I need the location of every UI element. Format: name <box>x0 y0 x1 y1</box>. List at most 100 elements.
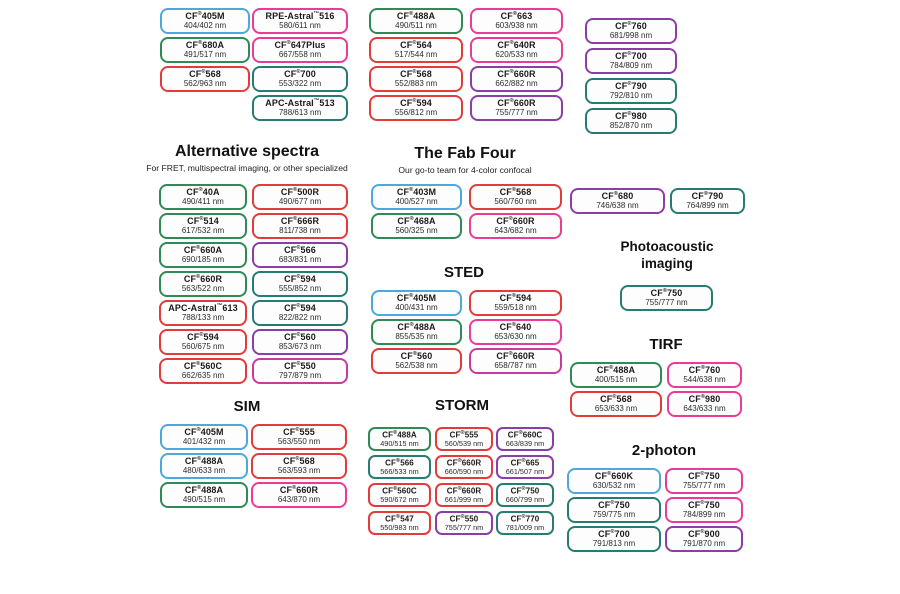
dye-name: CF®488A <box>397 322 436 333</box>
dye-wavelengths: 660/590 nm <box>444 467 484 477</box>
dye-wavelengths: 560/539 nm <box>444 439 484 449</box>
dye-name: CF®750 <box>688 471 720 482</box>
dye-name: CF®568 <box>499 187 532 198</box>
section-subtitle-fab-four: Our go-to team for 4-color confocal <box>398 165 532 175</box>
dye-name: CF®488A <box>396 11 436 22</box>
dye-wavelengths: 661/999 nm <box>444 495 484 505</box>
dye-wavelengths: 661/507 nm <box>505 467 545 477</box>
dye-wavelengths: 400/527 nm <box>395 196 438 206</box>
dye-wavelengths: 746/638 nm <box>596 200 639 210</box>
dye-name: CF®760 <box>615 21 647 32</box>
dye-wavelengths: 490/515 nm <box>182 494 226 504</box>
dye-wavelengths: 517/544 nm <box>394 49 438 59</box>
dye-wavelengths: 617/532 nm <box>181 225 225 235</box>
dye-wavelengths: 562/963 nm <box>183 78 227 88</box>
dye-wavelengths: 401/432 nm <box>182 436 226 446</box>
dye-wavelengths: 683/831 nm <box>278 254 322 264</box>
dye-name: CF®647Plus <box>274 40 326 51</box>
dye-wavelengths: 563/593 nm <box>277 465 321 475</box>
dye-wavelengths: 555/852 nm <box>278 283 322 293</box>
dye-wavelengths: 755/777 nm <box>495 107 538 117</box>
dye-name: CF®560 <box>284 332 316 343</box>
